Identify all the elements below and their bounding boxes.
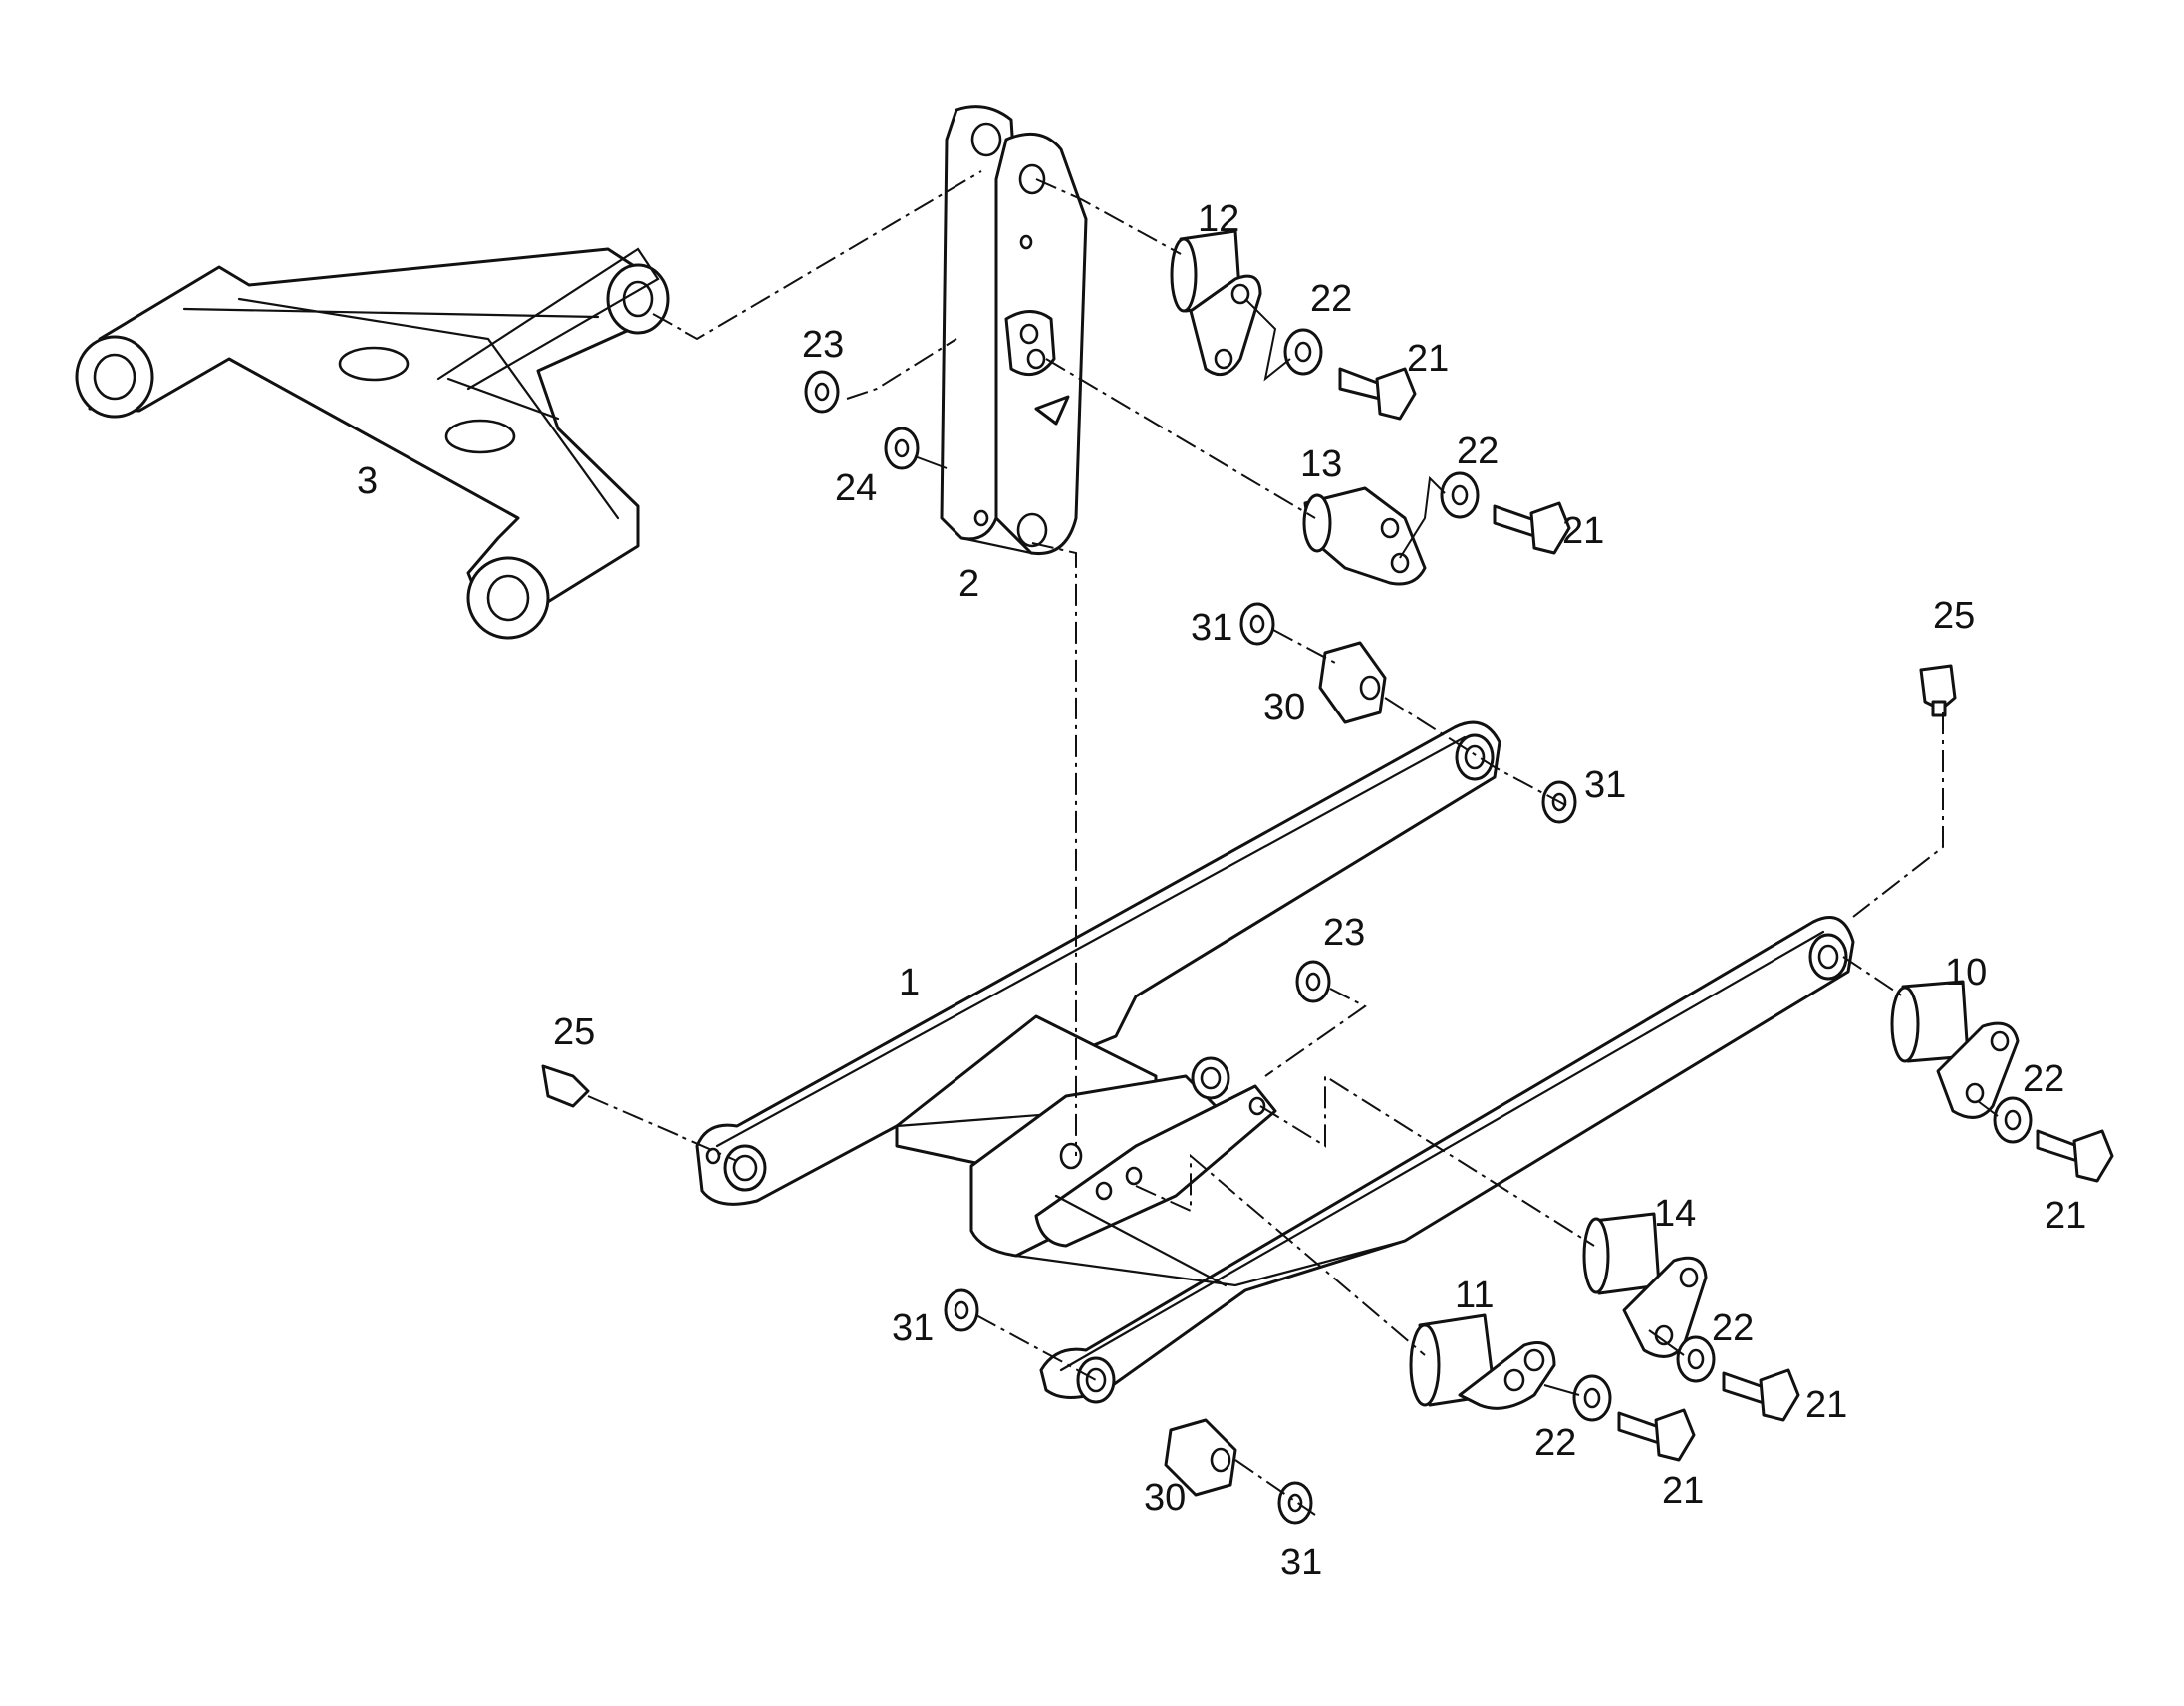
callout-31-a: 31 <box>1191 607 1232 649</box>
pin-12 <box>1170 229 1262 377</box>
callout-23-b: 23 <box>1323 912 1365 954</box>
callout-22-d: 22 <box>1712 1307 1754 1349</box>
callout-21-c: 21 <box>2045 1195 2086 1237</box>
callout-13: 13 <box>1300 443 1342 485</box>
callout-21-a: 21 <box>1407 338 1449 380</box>
part-2-link-plates <box>940 105 1088 556</box>
callout-22-a: 22 <box>1310 278 1352 320</box>
callout-labels: 1 2 3 10 11 12 13 14 21 21 21 21 21 22 2… <box>357 198 2086 1583</box>
part-1-swing-frame <box>695 720 1855 1404</box>
callout-22-c: 22 <box>2023 1058 2064 1100</box>
washers-and-fasteners <box>541 328 2114 1525</box>
callout-25-b: 25 <box>553 1011 595 1053</box>
callout-14: 14 <box>1654 1193 1696 1235</box>
callout-30-b: 30 <box>1144 1477 1186 1519</box>
pin-10 <box>1890 980 2020 1119</box>
callout-22-b: 22 <box>1457 430 1499 472</box>
callout-10: 10 <box>1945 952 1987 994</box>
callout-22-e: 22 <box>1534 1422 1576 1464</box>
callout-24: 24 <box>835 467 877 509</box>
callout-11: 11 <box>1455 1275 1494 1316</box>
callout-12: 12 <box>1198 198 1239 240</box>
pin-11 <box>1409 1313 1556 1410</box>
pin-13 <box>1302 486 1427 586</box>
callout-2: 2 <box>958 563 979 605</box>
callout-1: 1 <box>899 962 920 1003</box>
assembly-lines <box>587 170 1944 1516</box>
callout-31-d: 31 <box>1280 1542 1322 1583</box>
callout-31-c: 31 <box>892 1307 934 1349</box>
callout-30-a: 30 <box>1263 687 1305 728</box>
callout-23-a: 23 <box>802 324 844 366</box>
part-3-frame <box>75 247 670 640</box>
callout-25-a: 25 <box>1933 595 1975 637</box>
pin-14 <box>1582 1212 1708 1358</box>
callout-31-b: 31 <box>1584 764 1626 806</box>
leader-lines <box>914 298 1999 1396</box>
callout-21-d: 21 <box>1805 1384 1847 1426</box>
callout-3: 3 <box>357 460 378 502</box>
callout-21-b: 21 <box>1562 510 1604 552</box>
callout-21-e: 21 <box>1662 1470 1704 1512</box>
